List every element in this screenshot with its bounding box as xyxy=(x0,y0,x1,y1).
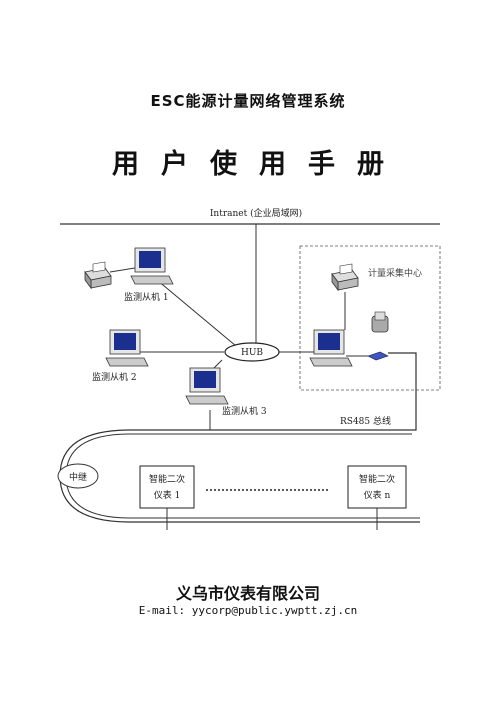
company-name: 义乌市仪表有限公司 xyxy=(175,584,320,603)
converter-icon xyxy=(371,311,389,333)
meter-1-line1: 智能二次 xyxy=(149,473,185,485)
meter-n-line2: 仪表 n xyxy=(364,489,391,501)
computer-icon-center xyxy=(309,329,353,367)
center-box xyxy=(299,245,441,391)
hub-label: HUB xyxy=(241,348,263,358)
hub-node xyxy=(224,342,280,362)
computer-icon-client2 xyxy=(105,329,149,367)
link-client1 xyxy=(156,279,237,347)
client-label-2: 监测从机 2 xyxy=(92,371,137,383)
intranet-label: Intranet (企业局域网) xyxy=(210,207,302,219)
client-label-3: 监测从机 3 xyxy=(222,405,267,417)
manual-title: 用户使用手册 xyxy=(112,149,406,180)
printer-icon-center xyxy=(331,263,359,292)
meter-1-box xyxy=(139,465,195,509)
printer-icon xyxy=(84,261,112,290)
modem-icon xyxy=(367,351,389,361)
meter-n-box xyxy=(347,465,407,509)
center-label: 计量采集中心 xyxy=(368,267,422,279)
client-label-1: 监测从机 1 xyxy=(124,291,169,303)
printer-link xyxy=(109,267,136,273)
computer-icon-client1 xyxy=(130,247,174,285)
repeater-label: 中继 xyxy=(69,471,87,483)
meter-1-line2: 仪表 1 xyxy=(154,489,181,501)
system-title: ESC能源计量网络管理系统 xyxy=(150,92,346,110)
meter-n-line1: 智能二次 xyxy=(359,473,395,485)
repeater-node xyxy=(57,463,99,489)
computer-icon-client3 xyxy=(185,367,229,405)
email-contact: E-mail: yycorp@public.ywptt.zj.cn xyxy=(138,604,358,617)
bus-label: RS485 总线 xyxy=(340,415,391,427)
